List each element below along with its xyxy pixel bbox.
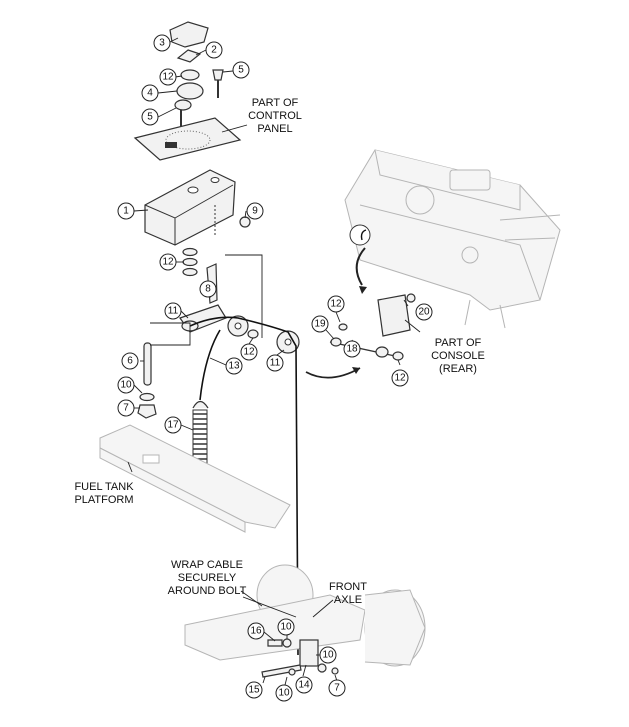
callout-7: 7 [117,399,135,417]
callout-2: 2 [205,41,223,59]
svg-text:17: 17 [167,420,179,431]
svg-text:7: 7 [123,403,129,414]
svg-text:13: 13 [228,361,240,372]
callout-9: 9 [246,202,264,220]
label-fuel-tank-platform: FUEL TANK PLATFORM [74,481,134,506]
callout-6: 6 [121,352,139,370]
callout-15: 15 [245,681,263,699]
callout-18: 18 [343,340,361,358]
svg-text:18: 18 [346,344,358,355]
callout-5: 5 [141,108,159,126]
console-bracket-parts [305,293,416,379]
callout-12: 12 [240,343,258,361]
svg-text:(REAR): (REAR) [439,363,477,375]
callout-12: 12 [159,68,177,86]
leader-lines [127,37,421,686]
svg-text:CONTROL: CONTROL [248,110,302,122]
cable-run [150,254,299,656]
callout-4: 4 [141,84,159,102]
callout-markers: 3 2 12 5 4 5 1 9 12 8 11 12 11 13 6 10 7… [117,34,433,702]
fuel-tank-platform [99,424,291,533]
svg-text:3: 3 [159,38,165,49]
callout-11: 11 [266,354,284,372]
callout-19: 19 [311,315,329,333]
label-control-panel: PART OF CONTROL PANEL [248,97,302,135]
svg-text:11: 11 [270,358,281,369]
svg-text:AXLE: AXLE [334,594,362,606]
control-knob-stack [133,21,242,161]
svg-text:4: 4 [147,88,153,99]
callout-1: 1 [117,202,135,220]
svg-text:10: 10 [322,650,334,661]
callout-12: 12 [391,369,409,387]
callout-17: 17 [164,416,182,434]
svg-text:CONSOLE: CONSOLE [431,350,485,362]
svg-text:PANEL: PANEL [257,123,292,135]
svg-text:WRAP CABLE: WRAP CABLE [171,559,243,571]
label-front-axle: FRONT AXLE [329,581,367,606]
svg-text:5: 5 [238,65,244,76]
svg-text:10: 10 [280,622,292,633]
callout-10: 10 [117,376,135,394]
pin-and-nut [137,342,157,419]
svg-text:PART OF: PART OF [435,337,482,349]
svg-text:16: 16 [250,626,262,637]
svg-text:14: 14 [298,680,310,691]
svg-text:20: 20 [418,307,430,318]
channel-bracket [144,169,251,246]
callout-12: 12 [327,295,345,313]
svg-text:12: 12 [162,72,174,83]
callout-20: 20 [415,303,433,321]
svg-text:5: 5 [147,112,153,123]
svg-text:FUEL TANK: FUEL TANK [74,481,134,493]
callout-11: 11 [164,302,182,320]
callout-13: 13 [225,357,243,375]
svg-text:10: 10 [120,380,132,391]
svg-text:19: 19 [314,319,326,330]
callout-8: 8 [199,280,217,298]
callout-12: 12 [159,253,177,271]
svg-text:12: 12 [330,299,342,310]
callout-16: 16 [247,622,265,640]
console-assembly [344,149,561,329]
svg-text:9: 9 [252,206,258,217]
svg-text:AROUND BOLT: AROUND BOLT [168,585,247,597]
svg-text:PART OF: PART OF [252,97,299,109]
callout-14: 14 [295,676,313,694]
callout-10: 10 [319,646,337,664]
callout-7: 7 [328,679,346,697]
svg-text:12: 12 [394,373,406,384]
callout-5: 5 [232,61,250,79]
svg-text:PLATFORM: PLATFORM [74,494,133,506]
svg-text:8: 8 [205,284,211,295]
label-console: PART OF CONSOLE (REAR) [431,337,485,375]
callout-3: 3 [153,34,171,52]
svg-text:12: 12 [243,347,255,358]
svg-text:12: 12 [162,257,174,268]
svg-text:FRONT: FRONT [329,581,367,593]
callout-10: 10 [275,684,293,702]
svg-text:1: 1 [123,206,129,217]
svg-text:6: 6 [127,356,133,367]
callout-10: 10 [277,618,295,636]
svg-text:2: 2 [211,45,217,56]
svg-text:SECURELY: SECURELY [178,572,237,584]
svg-text:11: 11 [168,306,179,317]
label-wrap-cable: WRAP CABLE SECURELY AROUND BOLT [168,559,247,597]
svg-text:7: 7 [334,683,340,694]
svg-text:10: 10 [278,688,290,699]
svg-text:15: 15 [248,685,260,696]
